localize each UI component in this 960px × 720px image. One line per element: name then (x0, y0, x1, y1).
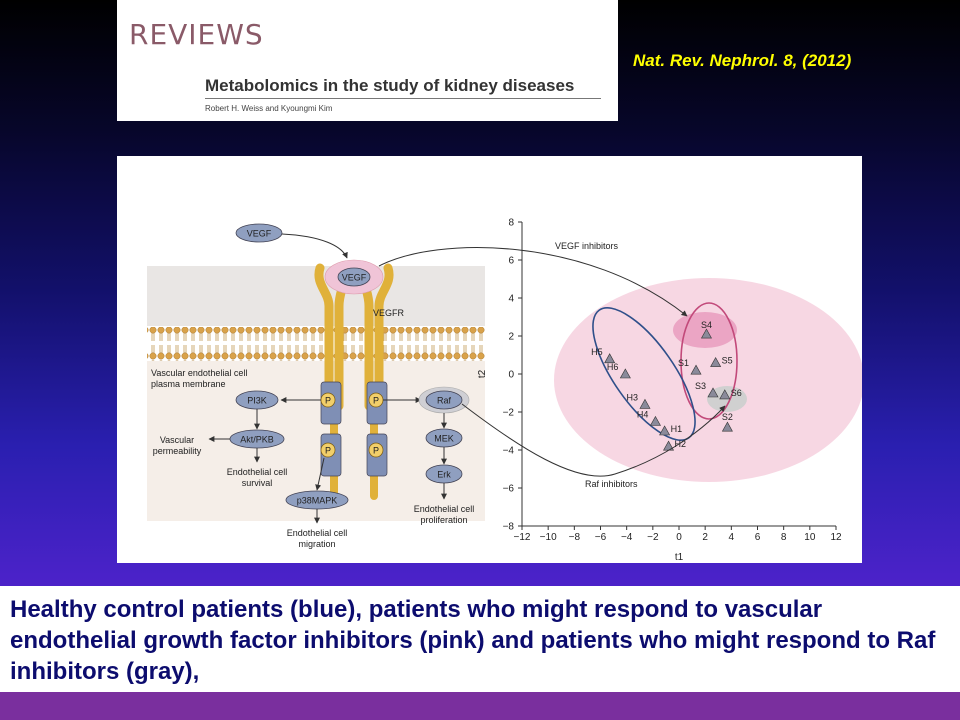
vegf-responder-ellipse (680, 302, 738, 420)
point-s4 (700, 328, 712, 339)
svg-text:P: P (325, 446, 331, 456)
survival-line2: survival (242, 478, 273, 488)
y-tick-label: −8 (503, 522, 515, 533)
x-tick-label: 4 (729, 532, 735, 543)
caption-panel: Healthy control patients (blue), patient… (0, 586, 960, 692)
raf-inhibitors-label: Raf inhibitors (585, 479, 638, 489)
x-tick-label: −6 (595, 532, 607, 543)
outer-cluster-ellipse (554, 278, 862, 482)
point-s2 (721, 421, 733, 432)
point-label-h4: H4 (637, 410, 649, 420)
arrow-to-p38 (315, 457, 325, 491)
figure-panel: VEGF VEGF VEGFR Vascular endothelial cel… (117, 156, 862, 563)
svg-text:P: P (325, 396, 331, 406)
y-tick-label: 0 (508, 370, 514, 381)
svg-text:P: P (373, 446, 379, 456)
point-h5 (604, 353, 616, 364)
vegf-inhibitors-arrow (378, 247, 688, 317)
point-label-h2: H2 (675, 439, 687, 449)
erk-label: Erk (437, 470, 451, 480)
vegf-inhibitors-label: VEGF inhibitors (555, 241, 619, 251)
citation: Nat. Rev. Nephrol. 8, (2012) (633, 51, 852, 70)
vascular-permeability-line2: permeability (153, 446, 202, 456)
y-tick-label: 2 (508, 332, 514, 343)
article-authors: Robert H. Weiss and Kyoungmi Kim (205, 104, 333, 113)
point-h4 (649, 415, 661, 426)
x-tick-label: 6 (755, 532, 761, 543)
vegf-bound-node (337, 267, 371, 287)
x-tick-label: −10 (540, 532, 557, 543)
membrane-label-line1: Vascular endothelial cell (151, 368, 247, 378)
raf-label: Raf (437, 396, 452, 406)
title-divider (205, 98, 601, 99)
point-s5 (710, 356, 722, 367)
vegfr-label: VEGFR (373, 308, 405, 318)
vegf-free-node (235, 223, 283, 243)
membrane-bilayer (147, 327, 485, 361)
pi3k-label: PI3K (247, 396, 267, 406)
point-label-h1: H1 (671, 424, 683, 434)
point-label-h3: H3 (626, 392, 638, 402)
migration-line2: migration (298, 539, 335, 549)
vegf-binding-arrow (281, 233, 348, 259)
y-tick-label: −4 (503, 446, 515, 457)
x-tick-label: 12 (830, 532, 842, 543)
phospho-sites: P P P P (320, 392, 384, 458)
raf-node (425, 390, 463, 410)
mek-label: MEK (434, 434, 454, 444)
y-tick-label: 6 (508, 256, 514, 267)
y-axis-label: t2 (477, 369, 488, 378)
x-axis-label: t1 (675, 552, 684, 563)
scatter-axes: −12 −10 −8 −6 −4 −2 0 2 4 6 8 10 12 −8 −6 −4 −2 0 2 4 6 8 (503, 218, 842, 544)
point-label-s6: S6 (731, 388, 742, 398)
x-tick-label: −12 (514, 532, 531, 543)
proliferation-line1: Endothelial cell (414, 504, 475, 514)
point-s3 (707, 387, 719, 398)
y-tick-label: −2 (503, 408, 515, 419)
point-label-s3: S3 (695, 381, 706, 391)
raf-inhibitors-arrow (461, 403, 726, 477)
y-tick-label: 8 (508, 218, 514, 229)
point-label-s5: S5 (722, 356, 733, 366)
point-label-s1: S1 (678, 358, 689, 368)
point-s6 (719, 389, 731, 400)
migration-line1: Endothelial cell (287, 528, 348, 538)
point-label-s4: S4 (701, 320, 712, 330)
x-tick-label: −8 (569, 532, 581, 543)
article-header: REVIEWS Metabolomics in the study of kid… (117, 0, 618, 121)
vegf-free-label: VEGF (247, 229, 272, 239)
point-label-h5: H5 (591, 347, 603, 357)
caption-text: Healthy control patients (blue), patient… (10, 596, 936, 685)
point-label-h6: H6 (607, 362, 619, 372)
point-h3 (639, 398, 651, 409)
proliferation-line2: proliferation (420, 515, 467, 525)
y-tick-label: −6 (503, 484, 515, 495)
footer-bar (0, 692, 960, 720)
x-tick-label: 10 (804, 532, 816, 543)
svg-text:P: P (373, 396, 379, 406)
membrane-label-line2: plasma membrane (151, 379, 226, 389)
pathway-and-scatter-figure: VEGF VEGF VEGFR Vascular endothelial cel… (147, 218, 862, 563)
x-tick-label: 0 (676, 532, 682, 543)
x-tick-label: −4 (621, 532, 633, 543)
point-h1 (659, 425, 671, 436)
journal-section-label: REVIEWS (129, 18, 264, 51)
vascular-permeability-line1: Vascular (160, 435, 194, 445)
x-tick-label: −2 (647, 532, 659, 543)
akt-label: Akt/PKB (240, 435, 274, 445)
article-title: Metabolomics in the study of kidney dise… (205, 76, 575, 95)
point-s1 (690, 364, 702, 375)
point-h6 (619, 368, 631, 379)
x-tick-label: 8 (781, 532, 787, 543)
p38mapk-label: p38MAPK (297, 496, 338, 506)
survival-line1: Endothelial cell (227, 467, 288, 477)
point-label-s2: S2 (722, 412, 733, 422)
vegf-bound-label: VEGF (342, 273, 367, 283)
x-tick-label: 2 (702, 532, 708, 543)
y-tick-label: 4 (508, 294, 514, 305)
